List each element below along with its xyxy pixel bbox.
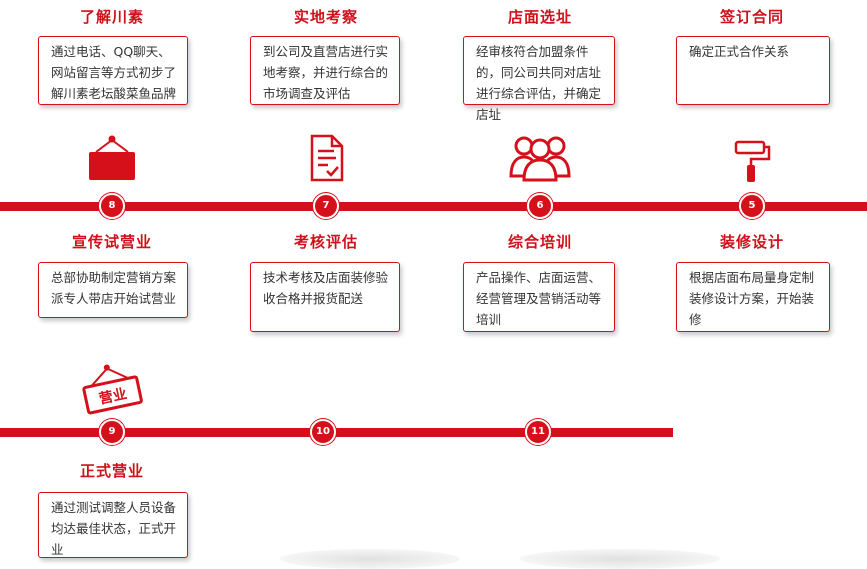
step-desc-open: 通过测试调整人员设备均达最佳状态，正式开业 xyxy=(38,492,188,558)
floor-shadow xyxy=(520,549,720,569)
step-desc-design: 根据店面布局量身定制装修设计方案，开始装修 xyxy=(676,262,830,332)
step-title-contract: 签订合同 xyxy=(719,8,785,26)
open-sign-text: 营业 xyxy=(97,385,128,407)
timeline-bar-row1 xyxy=(0,202,867,211)
step-number-8: 8 xyxy=(99,193,125,219)
step-number-10: 10 xyxy=(310,419,336,445)
step-desc-trial: 总部协助制定营销方案派专人带店开始试营业 xyxy=(38,262,188,318)
step-number-9: 9 xyxy=(99,419,125,445)
paint-roller-icon xyxy=(734,140,771,182)
checklist-document-icon xyxy=(310,134,344,182)
step-number-6: 6 xyxy=(527,193,553,219)
step-title-assess: 考核评估 xyxy=(293,233,359,251)
step-number-5: 5 xyxy=(739,193,765,219)
step-title-design: 装修设计 xyxy=(719,233,785,251)
open-for-business-sign-icon: 营业 xyxy=(82,364,143,415)
step-title-understand: 了解川素 xyxy=(79,8,145,26)
step-title-open: 正式营业 xyxy=(79,462,145,480)
step-number-11: 11 xyxy=(525,419,551,445)
step-title-trial: 宣传试营业 xyxy=(71,233,153,251)
step-desc-assess: 技术考核及店面装修验收合格并报货配送 xyxy=(250,262,400,332)
step-number-7: 7 xyxy=(313,193,339,219)
step-desc-training: 产品操作、店面运营、经营管理及营销活动等培训 xyxy=(463,262,615,332)
timeline-bar-row2 xyxy=(0,428,673,437)
floor-shadow xyxy=(280,549,460,569)
step-desc-site: 经审核符合加盟条件的，同公司共同对店址进行综合评估，并确定店址 xyxy=(463,36,615,122)
step-desc-inspect: 到公司及直营店进行实地考察，并进行综合的市场调查及评估 xyxy=(250,36,400,105)
hanging-sign-icon xyxy=(89,135,135,180)
team-people-icon xyxy=(509,136,571,182)
step-title-site: 店面选址 xyxy=(507,8,573,26)
step-title-inspect: 实地考察 xyxy=(293,8,359,26)
step-desc-understand: 通过电话、QQ聊天、网站留言等方式初步了解川素老坛酸菜鱼品牌 xyxy=(38,36,188,105)
step-title-training: 综合培训 xyxy=(507,233,573,251)
step-desc-contract: 确定正式合作关系 xyxy=(676,36,830,105)
